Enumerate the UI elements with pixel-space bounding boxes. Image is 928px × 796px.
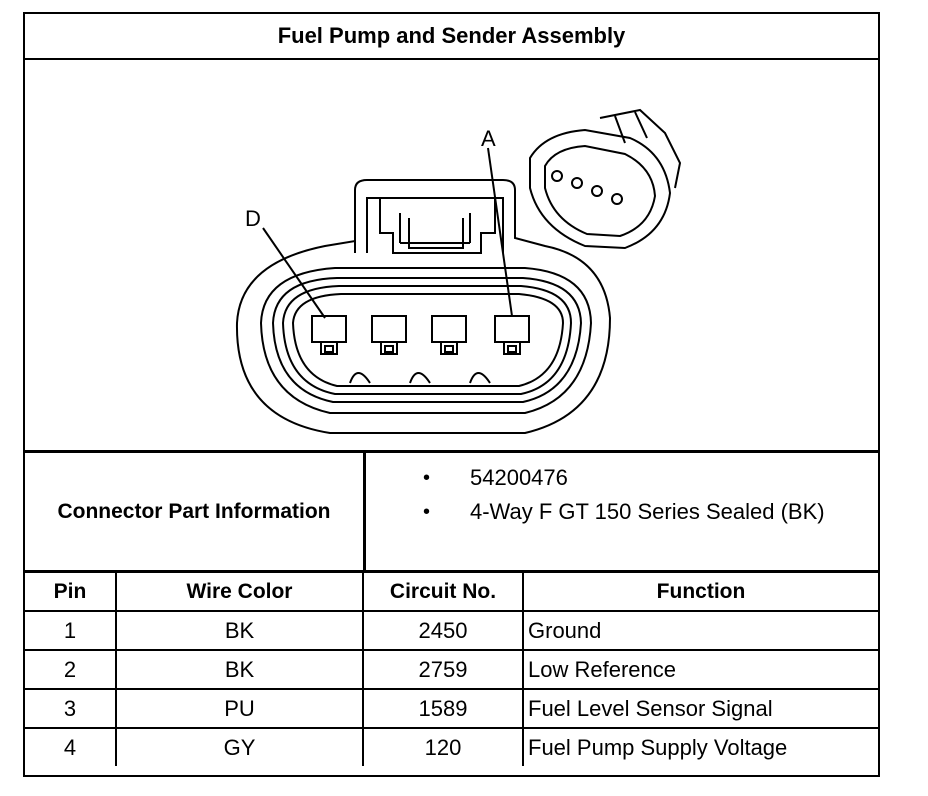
wire-color: BK xyxy=(115,610,364,651)
connector-face-drawing: D A xyxy=(235,108,682,434)
header-pin: Pin xyxy=(25,573,117,612)
table-row: 4 GY 120 Fuel Pump Supply Voltage xyxy=(25,727,878,766)
connector-iso-view xyxy=(529,108,682,250)
callout-line-d xyxy=(262,227,326,319)
pin-function: Fuel Level Sensor Signal xyxy=(522,688,878,729)
pin-cavity-b xyxy=(431,315,467,355)
wire-color: BK xyxy=(115,649,364,690)
header-wire-color: Wire Color xyxy=(115,573,364,612)
connector-housing-outline xyxy=(235,179,612,434)
circuit-number: 120 xyxy=(362,727,524,766)
pin-d-callout-label: D xyxy=(245,206,261,231)
pin-table: Pin Wire Color Circuit No. Function 1 BK… xyxy=(25,573,878,766)
table-row: 1 BK 2450 Ground xyxy=(25,610,878,651)
pin-number: 1 xyxy=(25,610,117,651)
connector-info-row: Connector Part Information • 54200476 • … xyxy=(25,453,878,573)
pin-number: 4 xyxy=(25,727,117,766)
table-row: 3 PU 1589 Fuel Level Sensor Signal xyxy=(25,688,878,729)
connector-diagram: D A xyxy=(25,58,878,453)
connector-part-number: 54200476 xyxy=(470,465,568,490)
wire-color: PU xyxy=(115,688,364,729)
pin-number: 3 xyxy=(25,688,117,729)
pin-table-header: Pin Wire Color Circuit No. Function xyxy=(25,573,878,612)
bullet-icon: • xyxy=(423,467,431,489)
pin-number: 2 xyxy=(25,649,117,690)
circuit-number: 1589 xyxy=(362,688,524,729)
connector-inner-shell xyxy=(259,267,593,414)
pin-function: Fuel Pump Supply Voltage xyxy=(522,727,878,766)
pin-cavity-a xyxy=(494,315,530,355)
pin-function: Ground xyxy=(522,610,878,651)
sheet-title: Fuel Pump and Sender Assembly xyxy=(25,14,878,60)
connector-info-list: • 54200476 • 4-Way F GT 150 Series Seale… xyxy=(366,453,878,570)
table-row: 2 BK 2759 Low Reference xyxy=(25,649,878,690)
connector-info-label: Connector Part Information xyxy=(25,453,366,570)
list-item: • 54200476 xyxy=(366,461,878,495)
connector-sheet: Fuel Pump and Sender Assembly xyxy=(23,12,880,777)
header-circuit-no: Circuit No. xyxy=(362,573,524,612)
pin-cavity-d xyxy=(311,315,347,355)
wire-color: GY xyxy=(115,727,364,766)
callout-line-a xyxy=(487,147,513,317)
bullet-icon: • xyxy=(423,501,431,523)
pin-cavity-c xyxy=(371,315,407,355)
pin-function: Low Reference xyxy=(522,649,878,690)
list-item: • 4-Way F GT 150 Series Sealed (BK) xyxy=(366,495,878,529)
circuit-number: 2450 xyxy=(362,610,524,651)
connector-description: 4-Way F GT 150 Series Sealed (BK) xyxy=(470,499,825,524)
pin-a-callout-label: A xyxy=(481,126,496,151)
header-function: Function xyxy=(522,573,878,612)
connector-latch xyxy=(379,198,496,254)
circuit-number: 2759 xyxy=(362,649,524,690)
